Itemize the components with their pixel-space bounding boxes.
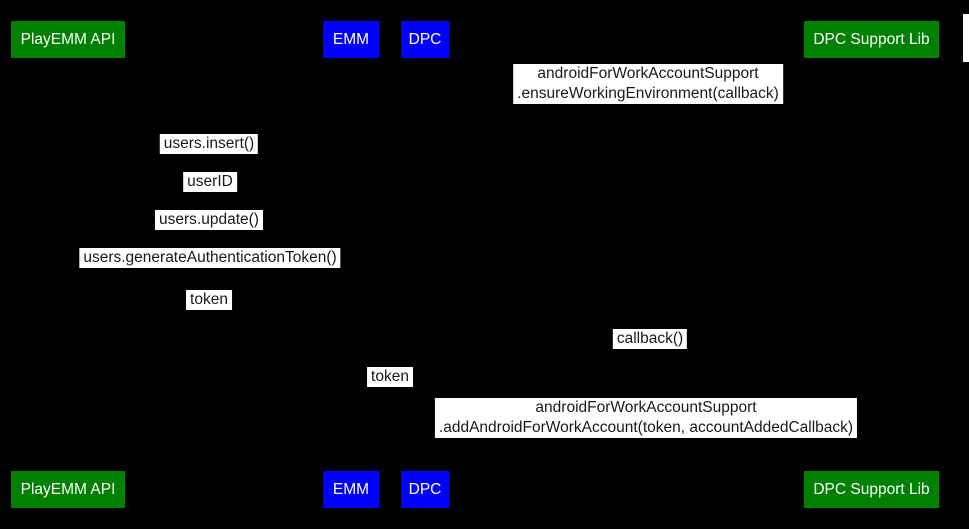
actor-label: PlayEMM API xyxy=(20,30,116,48)
actor-playemm-api-top: PlayEMM API xyxy=(11,21,125,58)
message-line: token xyxy=(371,368,409,385)
message-line: token xyxy=(190,291,228,308)
message-generate-authentication-token: users.generateAuthenticationToken() xyxy=(79,248,341,268)
message-user-id: userID xyxy=(183,172,237,192)
scrollbar-thumb[interactable] xyxy=(963,14,969,62)
message-line: .addAndroidForWorkAccount(token, account… xyxy=(438,419,854,436)
actor-playemm-api-bottom: PlayEMM API xyxy=(11,471,125,508)
actor-dpc-support-lib-top: DPC Support Lib xyxy=(804,21,939,58)
message-token-response: token xyxy=(186,290,232,310)
actor-emm-bottom: EMM xyxy=(323,471,379,508)
message-line: userID xyxy=(187,173,233,190)
actor-label: EMM xyxy=(332,30,370,48)
actor-label: DPC xyxy=(408,30,442,48)
message-users-update: users.update() xyxy=(155,210,263,230)
actor-dpc-support-lib-bottom: DPC Support Lib xyxy=(804,471,939,508)
message-users-insert: users.insert() xyxy=(159,134,259,154)
message-ensure-working-environment: androidForWorkAccountSupport .ensureWork… xyxy=(513,64,783,104)
message-line: users.update() xyxy=(159,211,259,228)
actor-dpc-bottom: DPC xyxy=(401,471,449,508)
message-line: users.insert() xyxy=(163,135,255,152)
actor-emm-top: EMM xyxy=(323,21,379,58)
message-line: users.generateAuthenticationToken() xyxy=(83,249,337,266)
message-token-forward: token xyxy=(367,367,413,387)
actor-label: EMM xyxy=(332,480,370,498)
actor-label: DPC Support Lib xyxy=(813,30,930,48)
message-line: androidForWorkAccountSupport xyxy=(535,399,757,416)
actor-label: PlayEMM API xyxy=(20,480,116,498)
message-callback: callback() xyxy=(612,329,688,349)
message-line: androidForWorkAccountSupport xyxy=(537,65,759,82)
actor-dpc-top: DPC xyxy=(401,21,449,58)
message-line: callback() xyxy=(616,330,684,347)
message-add-android-for-work-account: androidForWorkAccountSupport .addAndroid… xyxy=(434,398,858,438)
actor-label: DPC Support Lib xyxy=(813,480,930,498)
message-line: .ensureWorkingEnvironment(callback) xyxy=(517,85,779,102)
actor-label: DPC xyxy=(408,480,442,498)
